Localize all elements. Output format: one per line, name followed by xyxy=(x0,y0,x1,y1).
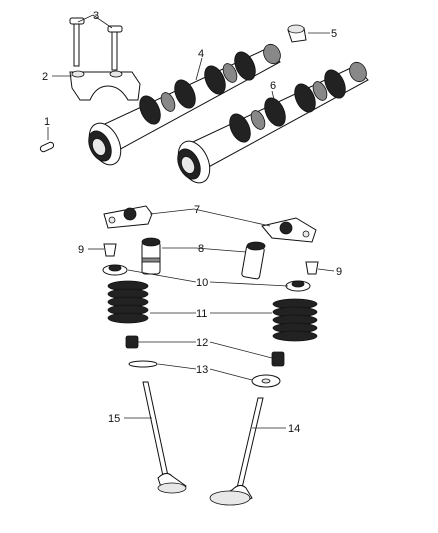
callout-5: 5 xyxy=(331,28,337,40)
spring-seat-washer xyxy=(128,360,281,388)
callout-11: 11 xyxy=(196,308,207,320)
callout-12: 12 xyxy=(196,337,208,349)
callout-13: 13 xyxy=(196,364,208,376)
valve-spring xyxy=(107,280,318,342)
callout-9-left: 9 xyxy=(78,244,84,256)
callout-8: 8 xyxy=(198,243,204,255)
intake-camshaft xyxy=(88,43,281,166)
valve-stem-seal xyxy=(125,335,285,367)
valve-spring-retainer xyxy=(102,264,311,292)
bearing-cap-bolts xyxy=(69,17,123,71)
callout-4: 4 xyxy=(198,48,204,60)
callout-7: 7 xyxy=(194,204,200,216)
callout-1: 1 xyxy=(44,116,50,128)
camshaft-bearing-cap xyxy=(69,70,141,101)
callout-2: 2 xyxy=(42,71,48,83)
callout-9-right: 9 xyxy=(336,266,342,278)
intake-valve xyxy=(142,381,187,494)
exhaust-valve xyxy=(209,397,264,506)
dowel-pin xyxy=(39,141,55,153)
callout-3: 3 xyxy=(93,10,99,22)
hydraulic-lash-adjuster xyxy=(141,237,266,280)
callout-14: 14 xyxy=(288,423,300,435)
callout-labels: 1 2 3 4 5 6 7 8 9 9 10 11 12 13 15 14 xyxy=(42,10,342,435)
exhaust-camshaft xyxy=(177,61,369,184)
valve-keeper xyxy=(103,243,319,275)
callout-6: 6 xyxy=(270,80,276,92)
callout-15: 15 xyxy=(108,413,120,425)
camshaft-plug xyxy=(287,24,307,43)
leader-lines xyxy=(47,14,335,429)
rocker-arm xyxy=(103,205,317,243)
callout-10: 10 xyxy=(196,277,208,289)
